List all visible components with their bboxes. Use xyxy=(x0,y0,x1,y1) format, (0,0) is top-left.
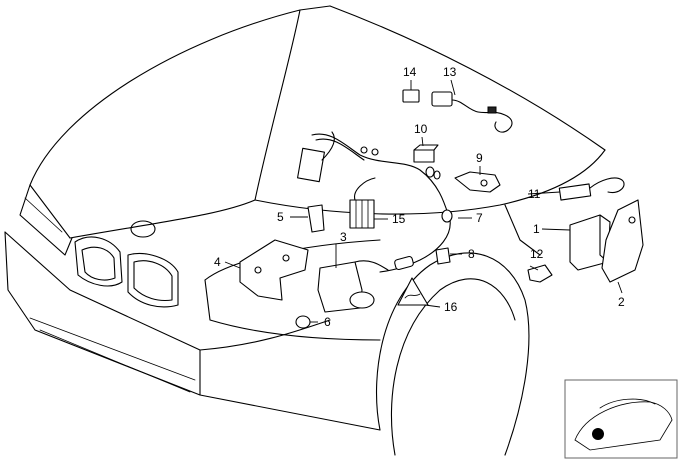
label-9: 9 xyxy=(476,151,483,165)
label-12: 12 xyxy=(530,247,544,261)
label-1: 1 xyxy=(533,222,540,236)
locator-thumbnail xyxy=(564,379,678,459)
label-5: 5 xyxy=(277,210,284,224)
label-10: 10 xyxy=(414,122,428,136)
label-14: 14 xyxy=(403,65,417,79)
label-8: 8 xyxy=(468,247,475,261)
leader-lines xyxy=(224,79,623,323)
part-16-warning-label xyxy=(397,277,429,306)
part-12-sensor xyxy=(527,264,553,283)
label-4: 4 xyxy=(214,255,221,269)
part-5-clip xyxy=(307,204,325,233)
label-3: 3 xyxy=(340,230,347,244)
part-15-connector xyxy=(349,177,376,229)
part-11-connector xyxy=(558,177,625,201)
label-13: 13 xyxy=(443,65,457,79)
part-6-grommet xyxy=(295,315,311,329)
callout-labels: 1 2 3 4 5 6 7 8 9 10 11 12 13 14 15 16 xyxy=(214,65,625,329)
part-14-connector xyxy=(402,89,420,103)
label-16: 16 xyxy=(444,300,458,314)
locator-dot xyxy=(592,428,604,440)
part-3-actuator xyxy=(317,260,389,313)
part-13-wiring-harness xyxy=(431,91,513,133)
part-10-clip xyxy=(413,144,439,163)
part-2-bracket xyxy=(601,199,644,283)
label-6: 6 xyxy=(324,315,331,329)
part-4-bracket xyxy=(239,239,309,301)
car-body-drawing xyxy=(4,5,606,456)
label-11: 11 xyxy=(528,187,541,201)
part-8-clip xyxy=(435,247,451,265)
part-9-bracket xyxy=(454,171,501,193)
label-15: 15 xyxy=(392,212,406,226)
part-7-cable xyxy=(311,133,453,273)
label-2: 2 xyxy=(618,295,625,309)
label-7: 7 xyxy=(476,211,483,225)
sensor-module xyxy=(297,131,335,183)
